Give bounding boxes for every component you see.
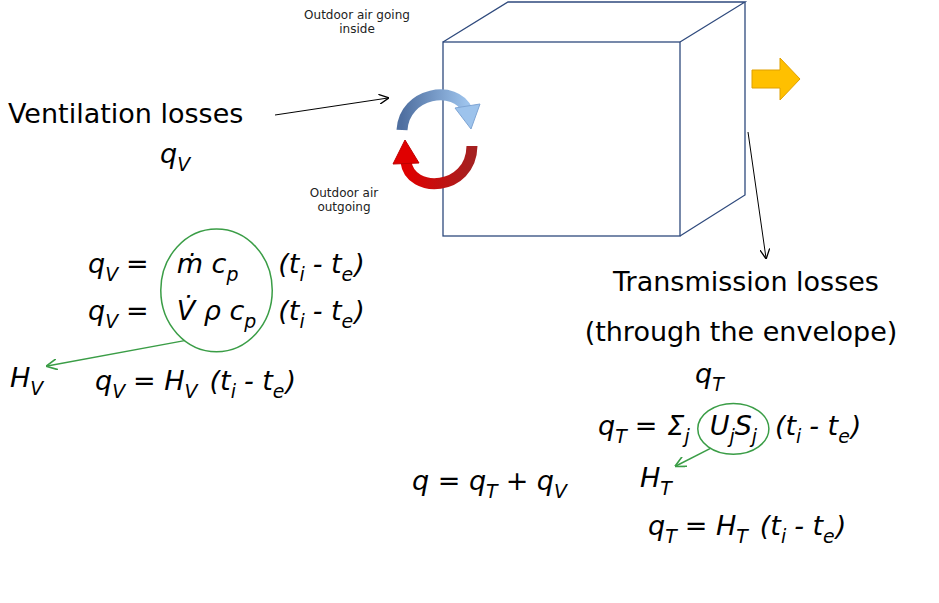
formula-symbol: )	[285, 365, 296, 396]
formula-symbol: H	[640, 462, 660, 493]
subscript: e	[823, 526, 835, 548]
formula-symbol: (t	[760, 510, 781, 541]
subscript: j	[752, 426, 757, 448]
formula-symbol: (t	[210, 365, 231, 396]
subscript: e	[342, 264, 354, 286]
formula-line: qT	[695, 358, 724, 389]
callout-text: Outdoor air going inside	[292, 8, 422, 37]
subscript: e	[838, 426, 850, 448]
subscript: V	[185, 381, 198, 403]
subscript: e	[342, 311, 354, 333]
formula-line: q = qT+ qV	[412, 465, 567, 496]
subscript: V	[177, 154, 190, 176]
heading-label: (through the envelope)	[585, 316, 898, 348]
formula-symbol: - t	[244, 365, 273, 396]
formula-line: HT	[640, 462, 672, 493]
formula-symbol: (t	[278, 248, 299, 279]
formula-symbol: q = q	[412, 465, 486, 496]
subscript: T	[712, 374, 724, 396]
formula-symbol: V̇ ρ c	[177, 295, 245, 326]
leader-line	[275, 98, 388, 115]
formula-line: qT=ΣjUjSj(ti- te)	[598, 410, 861, 441]
subscript: e	[273, 381, 285, 403]
formula-symbol: q	[695, 358, 712, 389]
formula-symbol: U	[710, 410, 730, 441]
subscript: i	[299, 311, 304, 333]
formula-symbol: )	[354, 248, 365, 279]
building-box	[443, 2, 745, 236]
formula-line: HV	[10, 362, 43, 393]
subscript: i	[796, 426, 801, 448]
subscript: j	[684, 426, 689, 448]
formula-symbol: ṁ c	[177, 248, 227, 279]
subscript: V	[30, 378, 43, 400]
air-exchange-arrows	[393, 95, 480, 184]
formula-symbol: q	[95, 365, 112, 396]
heading-label: Transmission losses	[613, 266, 879, 298]
formula-line: qV	[160, 138, 190, 169]
formula-symbol: =	[126, 248, 149, 279]
callout-text: Outdoor air outgoing	[298, 186, 390, 215]
formula-symbol: Σ	[667, 410, 684, 441]
leader-arrow	[676, 448, 711, 466]
formula-symbol: )	[836, 510, 847, 541]
subscript: i	[299, 264, 304, 286]
formula-symbol: )	[354, 295, 365, 326]
formula-symbol: - t	[794, 510, 823, 541]
subscript: V	[105, 311, 118, 333]
formula-symbol: )	[851, 410, 862, 441]
subscript: V	[554, 481, 567, 503]
formula-symbol: - t	[313, 295, 342, 326]
formula-symbol: = H	[685, 510, 737, 541]
subscript: T	[736, 526, 748, 548]
heading-label: Ventilation losses	[8, 98, 243, 130]
subscript: T	[615, 426, 627, 448]
subscript: V	[105, 264, 118, 286]
formula-line: qV=ṁ cp(ti- te)	[88, 248, 365, 279]
formula-symbol: = H	[133, 365, 185, 396]
subscript: V	[112, 381, 125, 403]
subscript: i	[231, 381, 236, 403]
formula-symbol: q	[160, 138, 177, 169]
subscript: T	[486, 481, 498, 503]
formula-symbol: q	[88, 295, 105, 326]
highlight-ellipse	[698, 403, 769, 454]
formula-symbol: =	[635, 410, 658, 441]
formula-symbol: H	[10, 362, 30, 393]
subscript: T	[660, 478, 672, 500]
formula-symbol: (t	[278, 295, 299, 326]
subscript: p	[244, 311, 256, 333]
formula-symbol: + q	[506, 465, 554, 496]
highlight-ellipse	[161, 229, 272, 352]
formula-symbol: - t	[313, 248, 342, 279]
highlight-layer	[47, 229, 769, 466]
subscript: p	[226, 264, 238, 286]
formula-line: qT= HT(ti- te)	[648, 510, 846, 541]
formula-symbol: (t	[775, 410, 796, 441]
formula-symbol: q	[598, 410, 615, 441]
formula-symbol: =	[126, 295, 149, 326]
formula-symbol: - t	[809, 410, 838, 441]
formula-symbol: q	[88, 248, 105, 279]
leader-arrow	[47, 341, 184, 366]
formula-line: qV= HV(ti- te)	[95, 365, 296, 396]
subscript: T	[665, 526, 677, 548]
heat-flow-arrow	[752, 58, 800, 100]
leader-line	[748, 132, 766, 258]
formula-line: qV=V̇ ρ cp(ti- te)	[88, 295, 365, 326]
subscript: j	[729, 426, 734, 448]
formula-symbol: q	[648, 510, 665, 541]
formula-symbol: S	[735, 410, 752, 441]
subscript: i	[781, 526, 786, 548]
